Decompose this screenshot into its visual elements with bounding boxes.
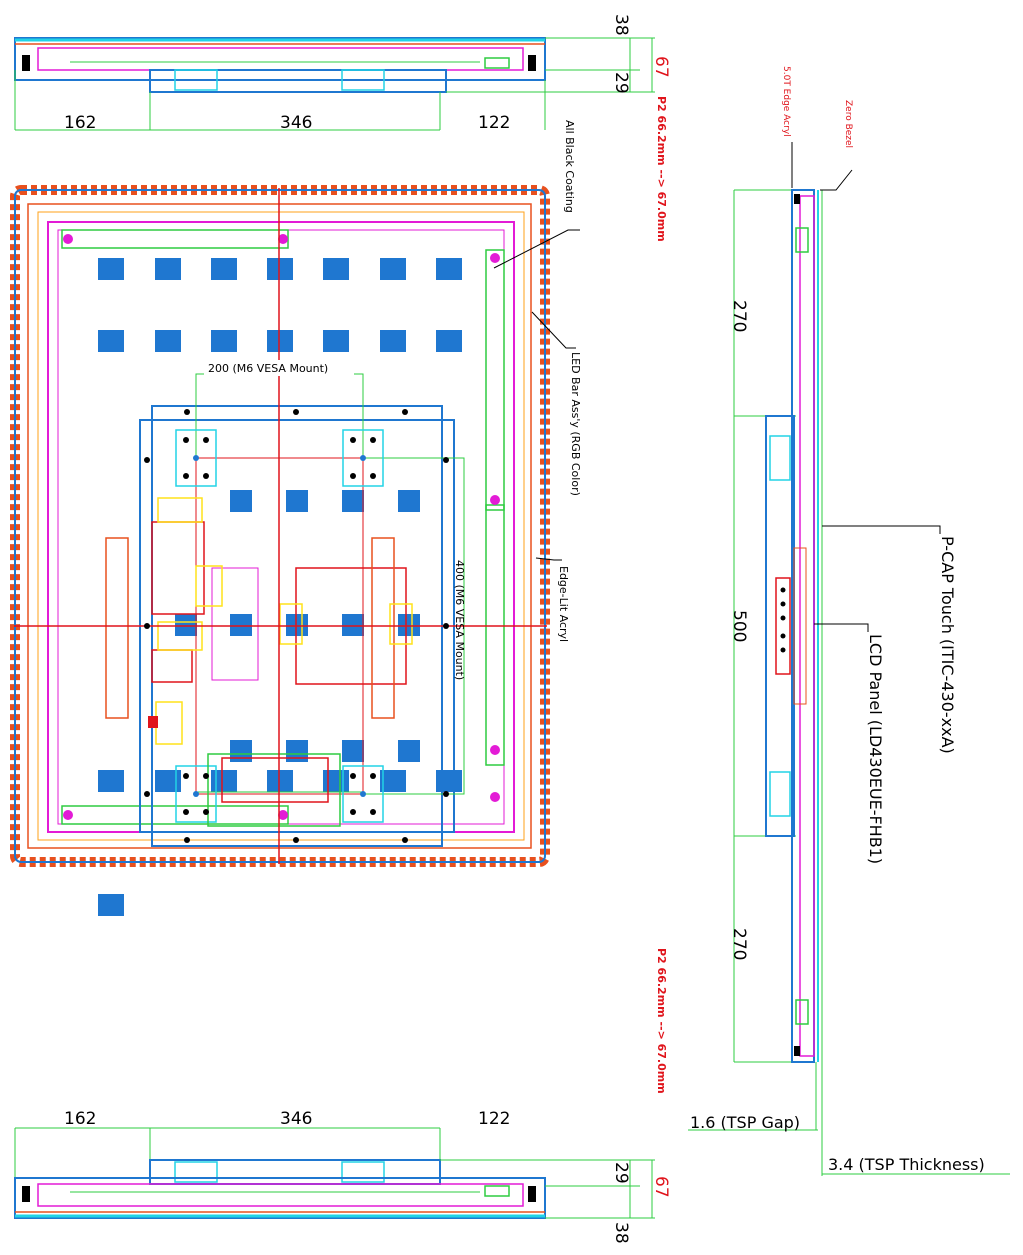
front-view <box>10 185 580 916</box>
callout-led-bar: LED Bar Ass'y (RGB Color) <box>569 352 582 496</box>
dim-side-270-bottom: 270 <box>729 928 749 960</box>
dim-bottom-38: 38 <box>611 1222 631 1244</box>
side-view <box>688 142 1010 1176</box>
callout-zero-bezel: Zero Bezel <box>843 100 853 148</box>
dim-side-270-top: 270 <box>729 300 749 332</box>
callout-vesa-400: 400 (M6 VESA Mount) <box>453 560 466 680</box>
vesa-200-label-bg <box>204 360 354 376</box>
p2-note-bottom: P2 66.2mm --> 67.0mm <box>655 948 668 1094</box>
callout-lcd-panel: LCD Panel (LD430EUE-FHB1) <box>866 634 885 864</box>
dim-bottom-346: 346 <box>280 1109 312 1129</box>
dim-top-162: 162 <box>64 113 96 133</box>
callout-pcap-touch: P-CAP Touch (ITIC-430-xxA) <box>938 536 957 754</box>
top-edge-view <box>14 37 655 131</box>
dim-tsp-gap: 1.6 (TSP Gap) <box>690 1113 800 1132</box>
dim-bottom-162: 162 <box>64 1109 96 1129</box>
dim-top-67: 67 <box>651 56 671 78</box>
callout-edge-lit-acryl: Edge-Lit Acryl <box>557 566 570 642</box>
dim-top-29: 29 <box>611 72 631 94</box>
callout-edge-acryl-50t: 5.0T Edge Acryl <box>781 66 791 137</box>
p2-note-top: P2 66.2mm --> 67.0mm <box>655 96 668 242</box>
dim-top-122: 122 <box>478 113 510 133</box>
callout-vesa-200: 200 (M6 VESA Mount) <box>208 362 328 375</box>
dim-bottom-29: 29 <box>611 1162 631 1184</box>
dim-bottom-67: 67 <box>651 1176 671 1198</box>
dim-top-346: 346 <box>280 113 312 133</box>
dim-side-500: 500 <box>729 610 749 642</box>
dim-top-38: 38 <box>611 14 631 36</box>
dim-bottom-122: 122 <box>478 1109 510 1129</box>
callout-all-black-coating: All Black Coating <box>563 120 576 213</box>
bottom-edge-view <box>14 1127 655 1219</box>
dim-tsp-thickness: 3.4 (TSP Thickness) <box>828 1155 985 1174</box>
